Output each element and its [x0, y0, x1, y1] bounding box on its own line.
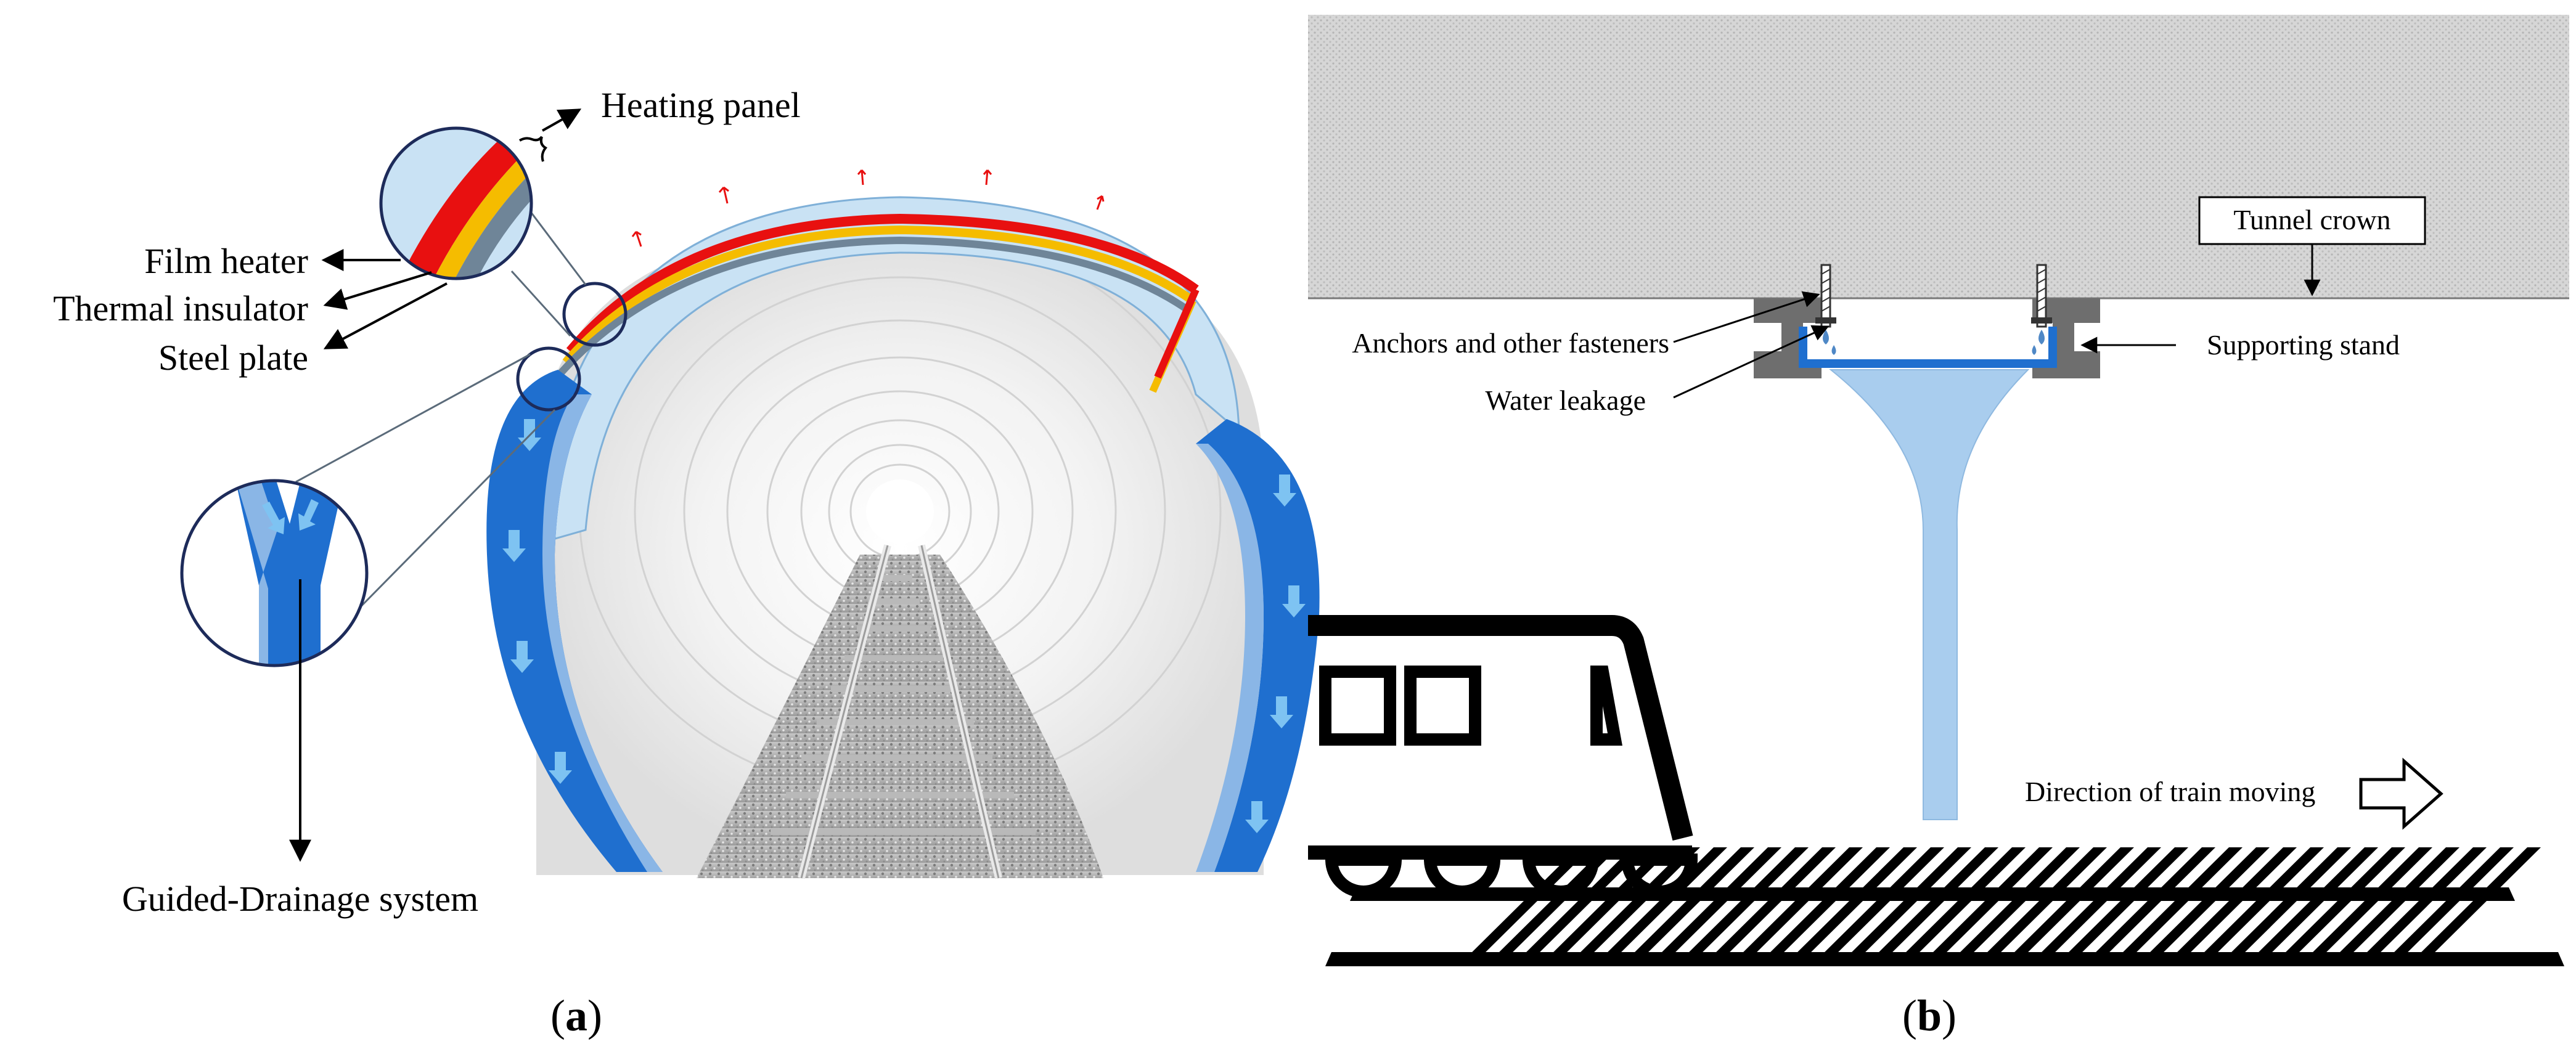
track-tie — [1520, 847, 1646, 958]
track-tie — [2035, 847, 2161, 958]
track-tie — [1981, 847, 2107, 958]
label-supporting-stand: Supporting stand — [2207, 329, 2400, 360]
label-heating-panel: Heating panel — [601, 85, 801, 125]
track-tie — [2008, 847, 2134, 958]
track-tie — [1954, 847, 2080, 958]
heat-arrows — [631, 169, 1105, 247]
track-tie — [1629, 847, 1754, 958]
track-tie — [1927, 847, 2053, 958]
thermal-insulator-arrow — [323, 271, 432, 310]
track-tie — [2252, 847, 2378, 958]
track-tie — [2307, 847, 2432, 958]
guided-drainage-sides — [486, 370, 1320, 872]
detail-circle-bottom — [516, 346, 581, 412]
track-tie — [1683, 847, 1809, 958]
label-film-heater: Film heater — [144, 241, 308, 281]
track-tie — [2144, 847, 2270, 958]
train — [1308, 615, 1693, 841]
direction-arrow — [2359, 757, 2443, 830]
track-tie — [2117, 847, 2243, 958]
label-thermal-insulator: Thermal insulator — [53, 288, 308, 328]
tunnel-crown-box — [2198, 196, 2426, 245]
track-tie — [2361, 847, 2487, 958]
tunnel-interior — [536, 222, 1264, 875]
zoom-drainage-channel — [180, 479, 369, 667]
label-guided-drainage: Guided-Drainage system — [122, 879, 478, 919]
train-track — [1325, 847, 2564, 966]
track-tie — [2280, 847, 2405, 958]
track-tie — [2090, 847, 2215, 958]
track-tie — [1873, 847, 1998, 958]
label-water-leakage: Water leakage — [1485, 385, 1646, 416]
track-tie — [2388, 847, 2514, 958]
panel-a: Heating panel Film heater Thermal insula… — [53, 85, 1320, 1040]
track-tie — [2171, 847, 2297, 958]
anchors — [1815, 264, 2052, 328]
track-tie — [2334, 847, 2459, 958]
drainage-trough — [1799, 327, 2057, 368]
heating-panel-brace — [518, 136, 547, 162]
track-tie — [1656, 847, 1781, 958]
water-leakage-arrow — [1673, 325, 1830, 399]
caption-a: (a) — [550, 991, 602, 1040]
zoom-heating-layers — [379, 126, 533, 280]
track-tie — [1818, 847, 1944, 958]
train-windows — [1319, 666, 1622, 746]
anchors-arrow — [1673, 291, 1820, 343]
track-tie — [2198, 847, 2324, 958]
label-tunnel-crown: Tunnel crown — [2233, 204, 2390, 235]
track-tie — [1547, 847, 1673, 958]
track-tie — [1601, 847, 1727, 958]
track-tie — [1846, 847, 1971, 958]
steel-plate-arrow — [323, 282, 448, 349]
track-tie — [2225, 847, 2351, 958]
track-tie — [1574, 847, 1700, 958]
track-tie — [1466, 847, 1592, 958]
tunnel-crown-rock — [1308, 15, 2569, 298]
label-steel-plate: Steel plate — [158, 338, 308, 378]
track-tie — [2415, 847, 2541, 958]
railway-track — [697, 544, 1103, 879]
track-tie — [1710, 847, 1836, 958]
heating-panel-arch — [541, 169, 1240, 544]
panel-b: Tunnel crown — [1308, 15, 2569, 1040]
track-tie — [1764, 847, 1890, 958]
zoom-connectors — [295, 129, 587, 624]
track-tie — [1791, 847, 1917, 958]
label-direction: Direction of train moving — [2025, 776, 2315, 807]
track-tie — [1737, 847, 1863, 958]
label-anchors: Anchors and other fasteners — [1352, 327, 1669, 359]
track-tie — [1900, 847, 2026, 958]
detail-circle-top — [562, 282, 628, 347]
track-tie — [1493, 847, 1619, 958]
track-tie — [2063, 847, 2188, 958]
caption-b: (b) — [1902, 991, 1957, 1040]
water-stream — [1829, 369, 2030, 820]
heating-panel-arrow — [542, 108, 582, 132]
